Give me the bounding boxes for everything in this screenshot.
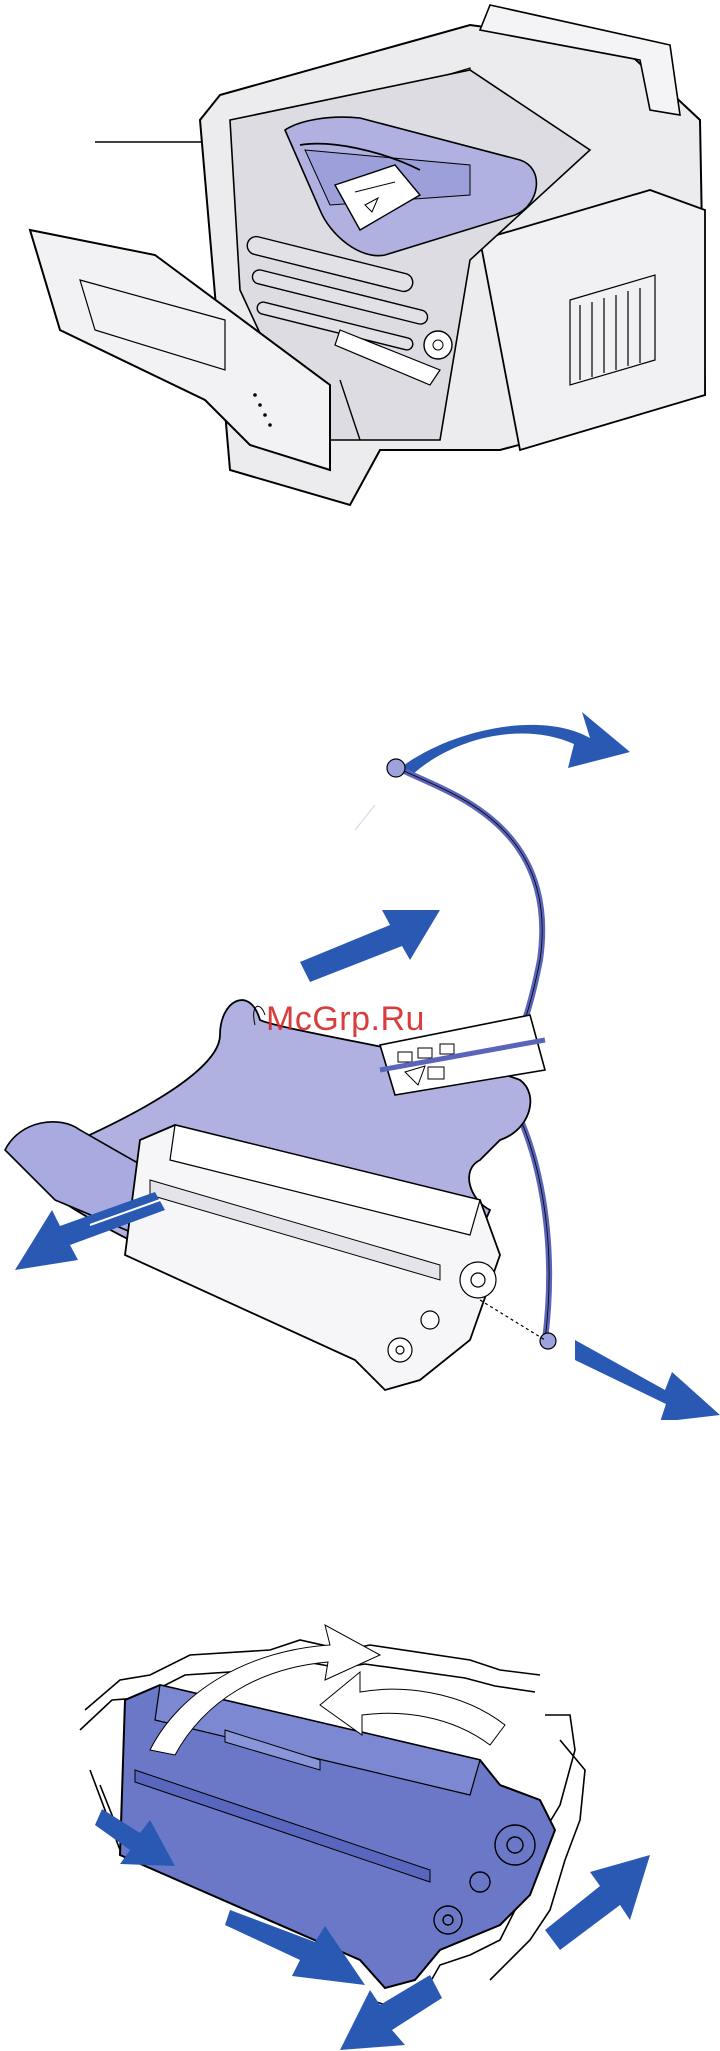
printer-open-illustration	[0, 0, 720, 520]
middle-diagonal-arrow	[300, 910, 440, 982]
top-curved-arrow	[400, 712, 630, 775]
strap-knob-top	[387, 759, 405, 777]
dotted-pull-line	[480, 1300, 545, 1340]
shake-arrow-right-up	[545, 1855, 650, 1950]
cartridge-unwrap-illustration	[0, 700, 720, 1420]
strap-knob-bottom	[540, 1333, 556, 1349]
right-pull-arrow	[575, 1340, 720, 1420]
cartridge-shake-illustration	[0, 1620, 720, 2051]
